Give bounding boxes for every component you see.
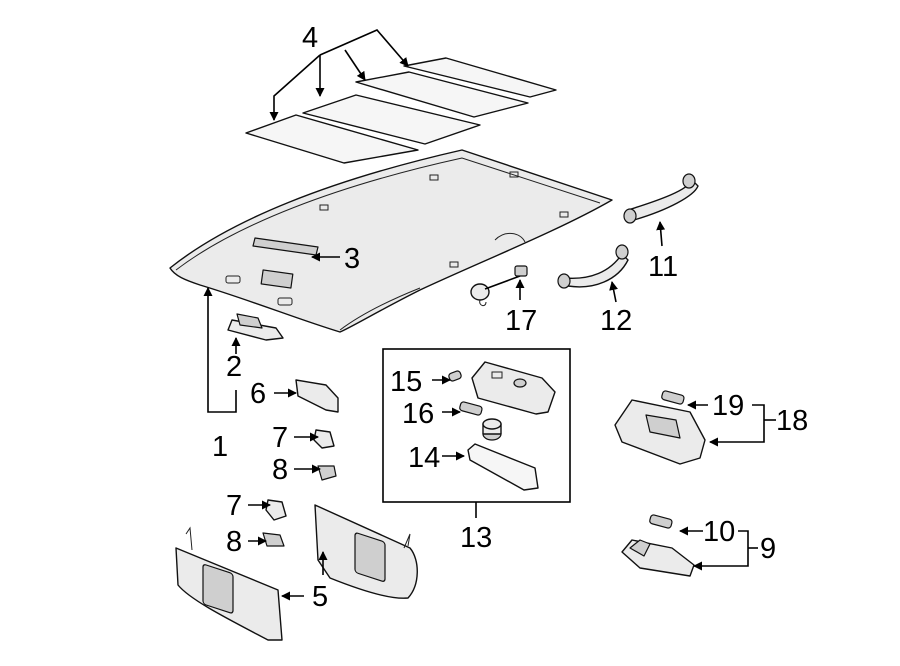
callout-7-lower: 7 bbox=[226, 490, 242, 522]
callout-16: 16 bbox=[402, 398, 434, 430]
callout-8-lower: 8 bbox=[226, 526, 242, 558]
visor-clip-upper bbox=[313, 429, 335, 449]
cargo-lamp-bulb bbox=[649, 514, 673, 529]
visor-support-lower bbox=[262, 532, 285, 547]
insulation-pad-3 bbox=[355, 71, 529, 118]
sunvisor-bracket bbox=[295, 379, 339, 413]
visor-clip-lower bbox=[265, 499, 287, 521]
cargo-lamp bbox=[621, 539, 695, 577]
callout-14: 14 bbox=[408, 442, 440, 474]
assist-handle-lower bbox=[557, 244, 629, 289]
callout-8-upper: 8 bbox=[272, 454, 288, 486]
visor-support-upper bbox=[317, 465, 337, 481]
callout-labels: 4 3 2 1 6 7 8 7 8 5 11 12 17 15 16 14 13… bbox=[212, 22, 808, 613]
headliner bbox=[169, 149, 613, 333]
dome-lamp-housing bbox=[471, 361, 556, 415]
callout-15: 15 bbox=[390, 366, 422, 398]
sunvisor-right bbox=[314, 504, 418, 599]
map-lamp bbox=[614, 399, 706, 465]
callout-18: 18 bbox=[776, 405, 808, 437]
callout-7-upper: 7 bbox=[272, 422, 288, 454]
insulation-pad-1 bbox=[245, 114, 419, 164]
dome-lamp-bulb-wedge bbox=[459, 401, 483, 416]
headliner-clip bbox=[227, 313, 284, 341]
callout-11: 11 bbox=[648, 251, 678, 283]
dome-lamp-lens bbox=[467, 443, 539, 491]
headliner-panel bbox=[169, 149, 613, 333]
sunvisor-left bbox=[175, 526, 283, 641]
insulation-pad-2 bbox=[302, 94, 481, 145]
map-lamp-bulb bbox=[661, 390, 685, 405]
insulation-pads bbox=[245, 57, 557, 164]
callout-5: 5 bbox=[312, 581, 328, 613]
callout-1: 1 bbox=[212, 431, 228, 463]
callout-4: 4 bbox=[302, 22, 318, 54]
dome-lamp-socket bbox=[482, 418, 502, 441]
headliner-console-opening bbox=[260, 269, 294, 289]
leader-lines bbox=[203, 29, 776, 601]
callout-12: 12 bbox=[600, 305, 632, 337]
callout-19: 19 bbox=[712, 390, 744, 422]
callout-10: 10 bbox=[703, 516, 735, 548]
callout-13: 13 bbox=[460, 522, 492, 554]
coat-hook bbox=[470, 265, 528, 307]
insulation-pad-4 bbox=[403, 57, 557, 98]
callout-9: 9 bbox=[760, 533, 776, 565]
callout-3: 3 bbox=[344, 243, 360, 275]
assist-handle-upper bbox=[623, 173, 699, 224]
callout-17: 17 bbox=[505, 305, 537, 337]
callout-2: 2 bbox=[226, 351, 242, 383]
callout-6: 6 bbox=[250, 378, 266, 410]
